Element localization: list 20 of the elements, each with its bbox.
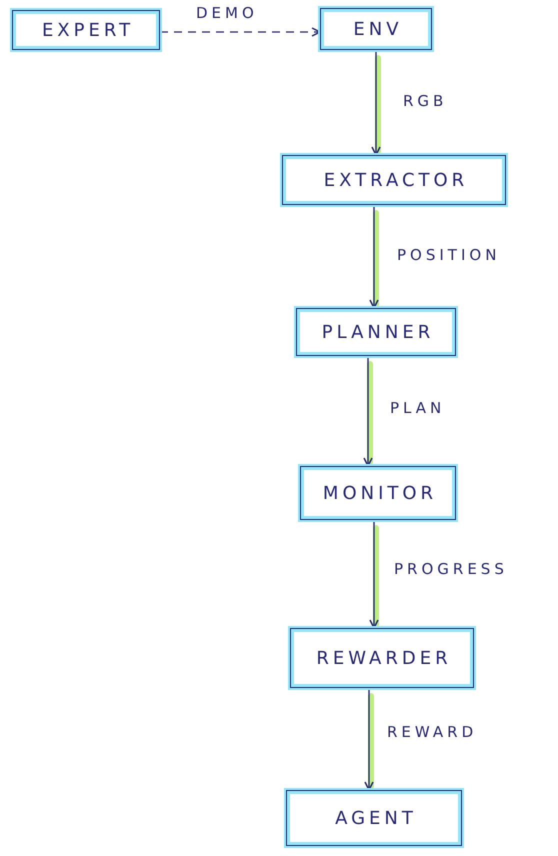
process-box — [12, 10, 160, 50]
process-box — [320, 8, 432, 50]
process-box — [290, 628, 474, 688]
arrow — [363, 356, 373, 467]
box-label: AGENT — [334, 808, 417, 828]
arrow — [160, 27, 321, 37]
process-box — [300, 466, 456, 520]
arrow — [369, 205, 379, 309]
box-label: MONITOR — [322, 482, 438, 504]
arrow — [369, 520, 379, 629]
process-box — [296, 308, 456, 356]
box-label: EXPERT — [40, 20, 134, 40]
box-label: EXTRACTOR — [322, 170, 468, 190]
box-label: REWARDER — [315, 648, 452, 668]
process-box — [286, 790, 462, 846]
box-label: PLANNER — [320, 322, 434, 342]
box-label: ENV — [352, 18, 403, 40]
arrow — [371, 50, 381, 156]
process-box — [282, 155, 506, 205]
arrow — [364, 688, 374, 791]
